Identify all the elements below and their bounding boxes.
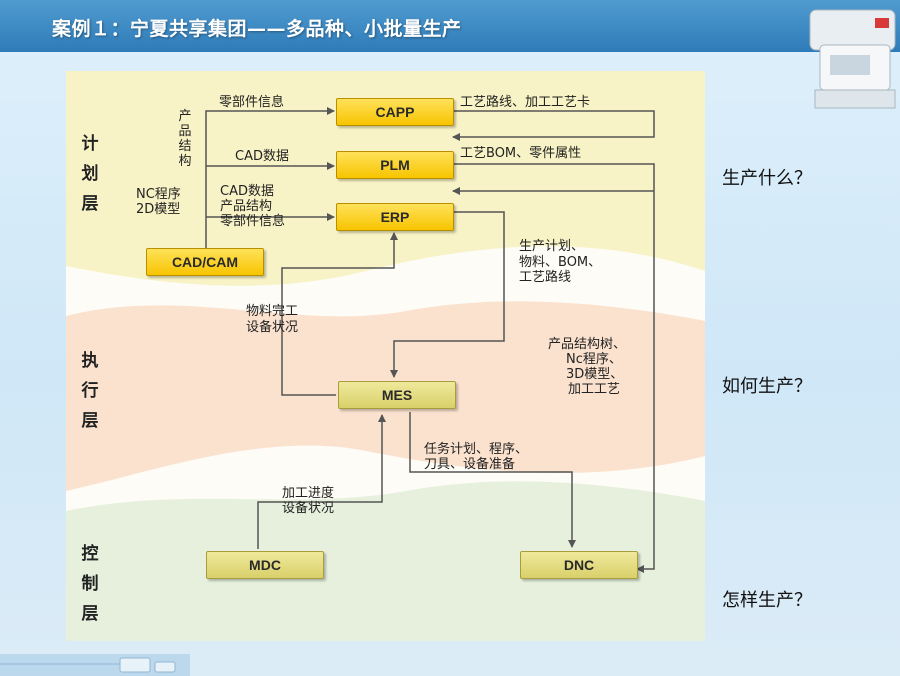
capp-to-plm-arrow bbox=[452, 110, 655, 141]
label-material-1: 物料完工 bbox=[246, 304, 299, 319]
label-task-2: 刀具、设备准备 bbox=[424, 457, 516, 472]
label-cad-data: CAD数据 bbox=[235, 149, 289, 164]
label-process-route: 工艺路线、加工工艺卡 bbox=[460, 95, 591, 110]
label-nc-program: NC程序 bbox=[136, 187, 181, 202]
label-parts-info-2: 零部件信息 bbox=[220, 214, 286, 229]
mdc-to-mes-arrow bbox=[257, 414, 386, 549]
label-progress-1: 加工进度 bbox=[282, 486, 335, 501]
label-material-2: 设备状况 bbox=[246, 320, 299, 335]
machine-illustration-icon bbox=[809, 9, 896, 109]
label-product-structure-2: 产品结构 bbox=[220, 199, 273, 214]
label-bom-attr: 工艺BOM、零件属性 bbox=[460, 146, 582, 161]
label-cad-data-2: CAD数据 bbox=[220, 184, 274, 199]
label-product-structure: 产品结构 bbox=[178, 109, 192, 169]
label-parts-info: 零部件信息 bbox=[219, 95, 285, 110]
control-layer-band bbox=[66, 481, 705, 641]
mes-to-dnc-arrow bbox=[409, 412, 576, 548]
plm-to-dnc-arrow bbox=[453, 163, 655, 573]
mdc-node: MDC bbox=[206, 551, 324, 579]
title-bar bbox=[0, 0, 900, 52]
mes-to-erp-arrow bbox=[281, 232, 398, 396]
erp-to-mes-arrow bbox=[390, 211, 505, 378]
question-what: 生产什么？ bbox=[722, 168, 812, 189]
circuit-decoration-icon bbox=[0, 654, 190, 676]
erp-node: ERP bbox=[336, 203, 454, 231]
layer-plan: 计划层 bbox=[81, 134, 99, 214]
layer-exec: 执行层 bbox=[81, 351, 99, 431]
question-how: 如何生产？ bbox=[722, 376, 812, 397]
label-task-1: 任务计划、程序、 bbox=[424, 442, 529, 457]
diagram-panel: CAPP PLM ERP CAD/CAM MES MDC DNC 零部件信息 产… bbox=[66, 71, 705, 641]
slide-title: 案例１：宁夏共享集团——多品种、小批量生产 bbox=[52, 18, 462, 40]
mes-node: MES bbox=[338, 381, 456, 409]
label-plan-2: 物料、BOM、 bbox=[519, 255, 602, 270]
layer-control: 控制层 bbox=[81, 544, 99, 624]
label-plan-3: 工艺路线 bbox=[519, 270, 572, 285]
label-progress-2: 设备状况 bbox=[282, 501, 335, 516]
label-dnc-1: 产品结构树、 bbox=[548, 337, 627, 352]
cadcam-node: CAD/CAM bbox=[146, 248, 264, 276]
label-2d-model: 2D模型 bbox=[136, 202, 181, 217]
plm-node: PLM bbox=[336, 151, 454, 179]
label-dnc-3: 3D模型、 bbox=[566, 367, 624, 382]
question-manner: 怎样生产？ bbox=[722, 590, 812, 611]
capp-node: CAPP bbox=[336, 98, 454, 126]
cadcam-to-capp-arrow bbox=[205, 107, 335, 248]
dnc-node: DNC bbox=[520, 551, 638, 579]
label-plan-1: 生产计划、 bbox=[519, 239, 585, 254]
label-dnc-4: 加工工艺 bbox=[568, 382, 621, 397]
label-dnc-2: Nc程序、 bbox=[566, 352, 622, 367]
